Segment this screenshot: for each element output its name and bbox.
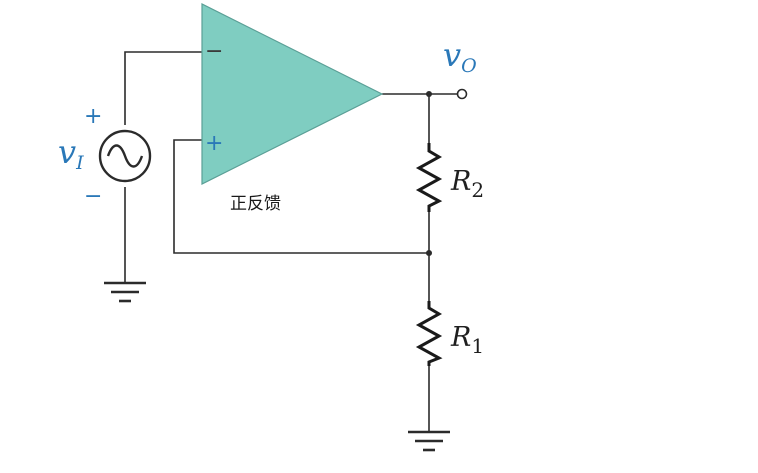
resistor-r1 [415, 301, 443, 366]
inverting-input-wire [124, 51, 202, 125]
resistor-r2-label-main: R [450, 166, 471, 197]
resistor-r2-label: R2 [450, 166, 484, 202]
source-label-sub: I [75, 152, 84, 174]
opamp-inverting-symbol: − [205, 39, 223, 64]
ground-icon-left [104, 281, 146, 303]
opamp-noninverting-symbol: + [205, 131, 223, 156]
resistor-r1-label: R1 [450, 322, 484, 358]
source-minus-symbol: − [84, 184, 102, 209]
feedback-junction [426, 250, 432, 256]
output-label-sub: O [461, 55, 477, 77]
source-label-main: v [58, 133, 76, 171]
resistor-r1-label-main: R [450, 322, 471, 353]
resistor-r2 [415, 143, 443, 212]
opamp-triangle [201, 3, 384, 185]
feedback-wire [173, 139, 429, 254]
ac-source [98, 129, 152, 183]
source-label: vI [58, 133, 84, 174]
ground-icon-right [408, 430, 450, 452]
sine-wave-icon [106, 144, 144, 168]
resistor-r1-label-sub: 1 [471, 334, 484, 358]
positive-feedback-caption: 正反馈 [230, 194, 281, 214]
output-label: vO [443, 36, 477, 77]
source-plus-symbol: + [84, 104, 102, 129]
wires [124, 51, 458, 432]
output-terminal [456, 88, 468, 100]
output-junction [426, 91, 432, 97]
output-label-main: v [443, 36, 461, 74]
resistor-r2-label-sub: 2 [471, 178, 484, 202]
